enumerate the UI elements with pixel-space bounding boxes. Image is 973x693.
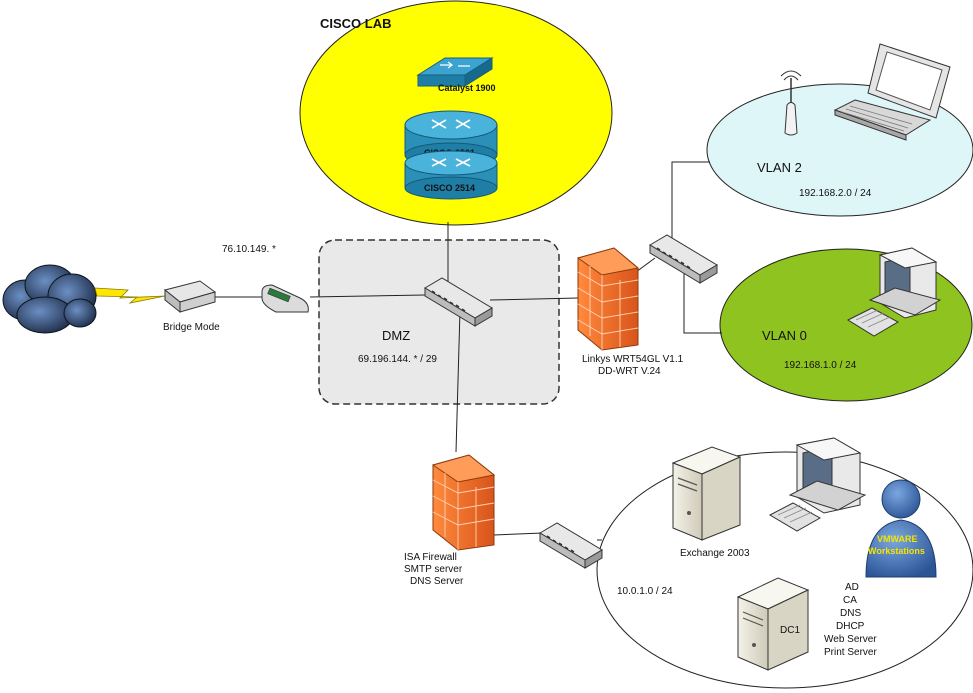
bridge-mode-label: Bridge Mode bbox=[163, 322, 220, 333]
laptop-icon bbox=[833, 43, 951, 141]
vlan0-workstation-icon bbox=[846, 247, 942, 337]
dc-roles-list: AD CA DNS DHCP Web Server Print Server bbox=[824, 582, 877, 658]
catalyst-switch-icon bbox=[416, 57, 494, 87]
lightning-icon bbox=[94, 287, 166, 304]
link-modem-dmz bbox=[309, 294, 426, 298]
connections bbox=[215, 161, 722, 541]
isa-label-line3: DNS Server bbox=[410, 576, 464, 587]
vlan2-ip-label: 192.168.2.0 / 24 bbox=[799, 188, 872, 199]
vmware-label-line1: VMWARE bbox=[877, 534, 918, 544]
link-switch-vlan2 bbox=[671, 161, 710, 243]
dc-role-item: AD bbox=[845, 582, 859, 593]
modem-icon bbox=[261, 284, 309, 313]
dc-role-item: Print Server bbox=[824, 647, 877, 658]
vlan2-label: VLAN 2 bbox=[757, 160, 802, 175]
dmz-label: DMZ bbox=[382, 328, 410, 343]
wan-ip-label: 76.10.149. * bbox=[222, 244, 276, 255]
lan-switch-icon bbox=[539, 522, 603, 569]
bridge-modem-icon bbox=[163, 280, 217, 314]
dc1-label: DC1 bbox=[780, 625, 800, 636]
dc-role-item: DNS bbox=[840, 608, 861, 619]
dc-role-item: Web Server bbox=[824, 634, 877, 645]
exchange-server-icon bbox=[671, 446, 742, 541]
dmz-zone bbox=[318, 239, 560, 405]
lan-ip-label: 10.0.1.0 / 24 bbox=[617, 586, 673, 597]
vlan0-label: VLAN 0 bbox=[762, 328, 807, 343]
exchange-label: Exchange 2003 bbox=[680, 548, 750, 559]
access-point-icon bbox=[780, 70, 802, 136]
cisco-lab-title: CISCO LAB bbox=[320, 16, 392, 31]
dc-role-item: CA bbox=[843, 595, 857, 606]
isa-firewall-icon bbox=[431, 454, 496, 551]
vmware-user-icon bbox=[865, 479, 937, 578]
isa-label-line1: ISA Firewall bbox=[404, 552, 457, 563]
vmware-label-line2: Workstations bbox=[868, 546, 925, 556]
cisco2514-router-icon bbox=[404, 150, 498, 200]
link-dmz-isa bbox=[455, 309, 461, 453]
dc-role-item: DHCP bbox=[836, 621, 865, 632]
vlan0-ip-label: 192.168.1.0 / 24 bbox=[784, 360, 857, 371]
linksys-label-line1: Linkys WRT54GL V1.1 bbox=[582, 354, 684, 365]
linksys-firewall-icon bbox=[576, 247, 640, 351]
link-switch-vlan0 bbox=[683, 272, 722, 334]
vlan-switch-icon bbox=[649, 234, 718, 284]
lan-workstation-icon bbox=[768, 437, 867, 532]
link-isa-switch bbox=[493, 532, 544, 536]
link-dmz-linksys bbox=[489, 297, 579, 301]
cloud-icon bbox=[2, 264, 97, 334]
catalyst-label: Catalyst 1900 bbox=[438, 83, 496, 93]
dc1-server-icon bbox=[736, 577, 810, 671]
cisco2514-label: CISCO 2514 bbox=[424, 183, 475, 193]
dmz-switch-icon bbox=[424, 277, 493, 327]
isa-label-line2: SMTP server bbox=[404, 564, 463, 575]
linksys-label-line2: DD-WRT V.24 bbox=[598, 366, 661, 377]
dmz-ip-label: 69.196.144. * / 29 bbox=[358, 354, 437, 365]
